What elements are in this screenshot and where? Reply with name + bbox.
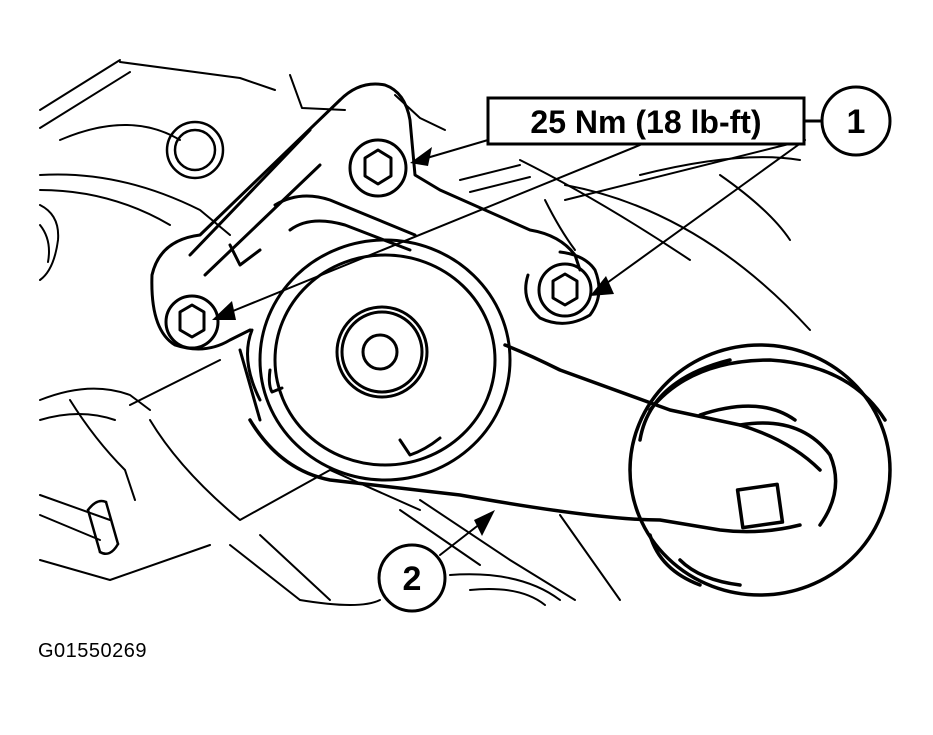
torque-leader-lines: [227, 139, 806, 314]
arrowhead-left-bolt: [212, 301, 236, 320]
arrowhead-right-bolt: [590, 276, 614, 296]
arrowhead-arm: [474, 510, 495, 536]
arrowheads: [212, 147, 614, 536]
arrowhead-top-bolt: [410, 147, 432, 166]
callout-2-number: 2: [403, 560, 422, 598]
callout-1: 1: [820, 85, 892, 157]
torque-label: 25 Nm (18 lb-ft): [486, 96, 806, 146]
bolt-left: [164, 294, 220, 350]
torque-spec-text: 25 Nm (18 lb-ft): [530, 104, 761, 140]
bolt-top: [348, 138, 408, 198]
tensioner-arm: [248, 343, 838, 534]
callout-2: 2: [377, 543, 447, 613]
figure-id: G01550269: [38, 640, 148, 662]
callout-1-number: 1: [847, 103, 866, 141]
tensioner-body: [258, 238, 512, 482]
tensioner-bracket: [150, 82, 601, 422]
bolt-right: [537, 262, 593, 318]
dowel-pin: [86, 499, 120, 555]
engine-boss: [165, 120, 225, 180]
idler-pulley: [628, 343, 892, 597]
